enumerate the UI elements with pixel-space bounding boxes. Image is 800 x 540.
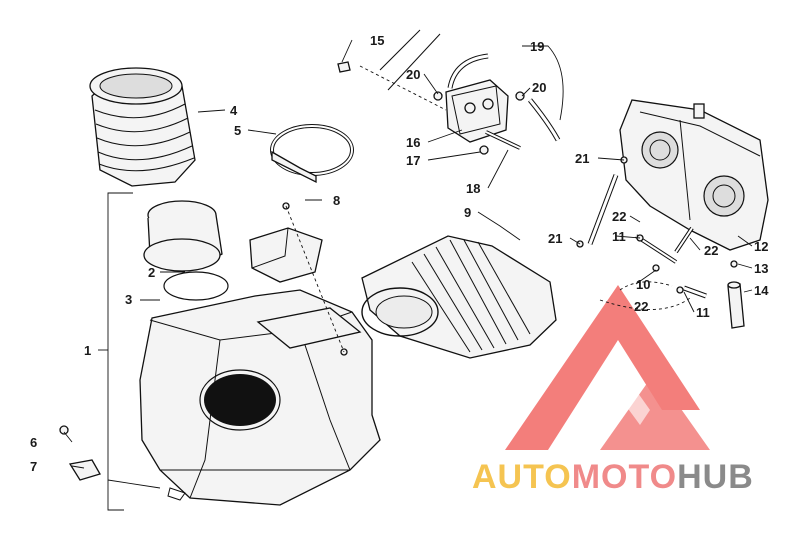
callout-14: 14 <box>754 283 769 298</box>
callout-17: 17 <box>406 153 420 168</box>
callout-11-lower: 11 <box>696 305 710 320</box>
callout-13: 13 <box>754 261 768 276</box>
intake-duct <box>361 235 557 359</box>
callout-4: 4 <box>230 103 238 118</box>
callout-3: 3 <box>125 292 132 307</box>
watermark-text: AUTOMOTOHUB <box>472 458 754 496</box>
callout-2: 2 <box>148 265 155 280</box>
callout-20-right: 20 <box>532 80 546 95</box>
callout-10: 10 <box>636 277 650 292</box>
intake-boot <box>89 67 196 187</box>
callout-21-lower: 21 <box>548 231 562 246</box>
fuel-pump <box>445 79 509 155</box>
watermark-auto: AUTO <box>472 458 572 496</box>
callout-9: 9 <box>464 205 471 220</box>
callout-15: 15 <box>370 33 384 48</box>
callouts: 1 2 3 4 5 6 7 8 9 10 11 11 12 13 14 15 1… <box>30 33 769 474</box>
frame-rail <box>359 29 447 111</box>
callout-22-upper: 22 <box>612 209 626 224</box>
watermark-hub: HUB <box>677 458 754 496</box>
callout-7: 7 <box>30 459 37 474</box>
svg-text:AUTOMOTOHUB: AUTOMOTOHUB <box>472 458 754 496</box>
callout-1: 1 <box>84 343 91 358</box>
callout-12: 12 <box>754 239 768 254</box>
carburetor-assembly <box>619 99 769 251</box>
leader-lines <box>63 39 753 511</box>
callout-20-left: 20 <box>406 67 420 82</box>
callout-6: 6 <box>30 435 37 450</box>
callout-5: 5 <box>234 123 241 138</box>
air-box <box>139 289 381 506</box>
breather-plate <box>249 227 323 283</box>
callout-19: 19 <box>530 39 544 54</box>
callout-16: 16 <box>406 135 420 150</box>
hose-clamp <box>270 124 354 184</box>
hardware <box>59 61 738 481</box>
watermark-moto: MOTO <box>572 458 677 496</box>
callout-11-upper: 11 <box>612 229 626 244</box>
watermark-logo <box>505 285 710 450</box>
callout-22-right: 22 <box>704 243 718 258</box>
callout-21-upper: 21 <box>575 151 589 166</box>
callout-18: 18 <box>466 181 480 196</box>
boot-adapter <box>143 200 229 301</box>
callout-22-lower: 22 <box>634 299 648 314</box>
callout-8: 8 <box>333 193 340 208</box>
